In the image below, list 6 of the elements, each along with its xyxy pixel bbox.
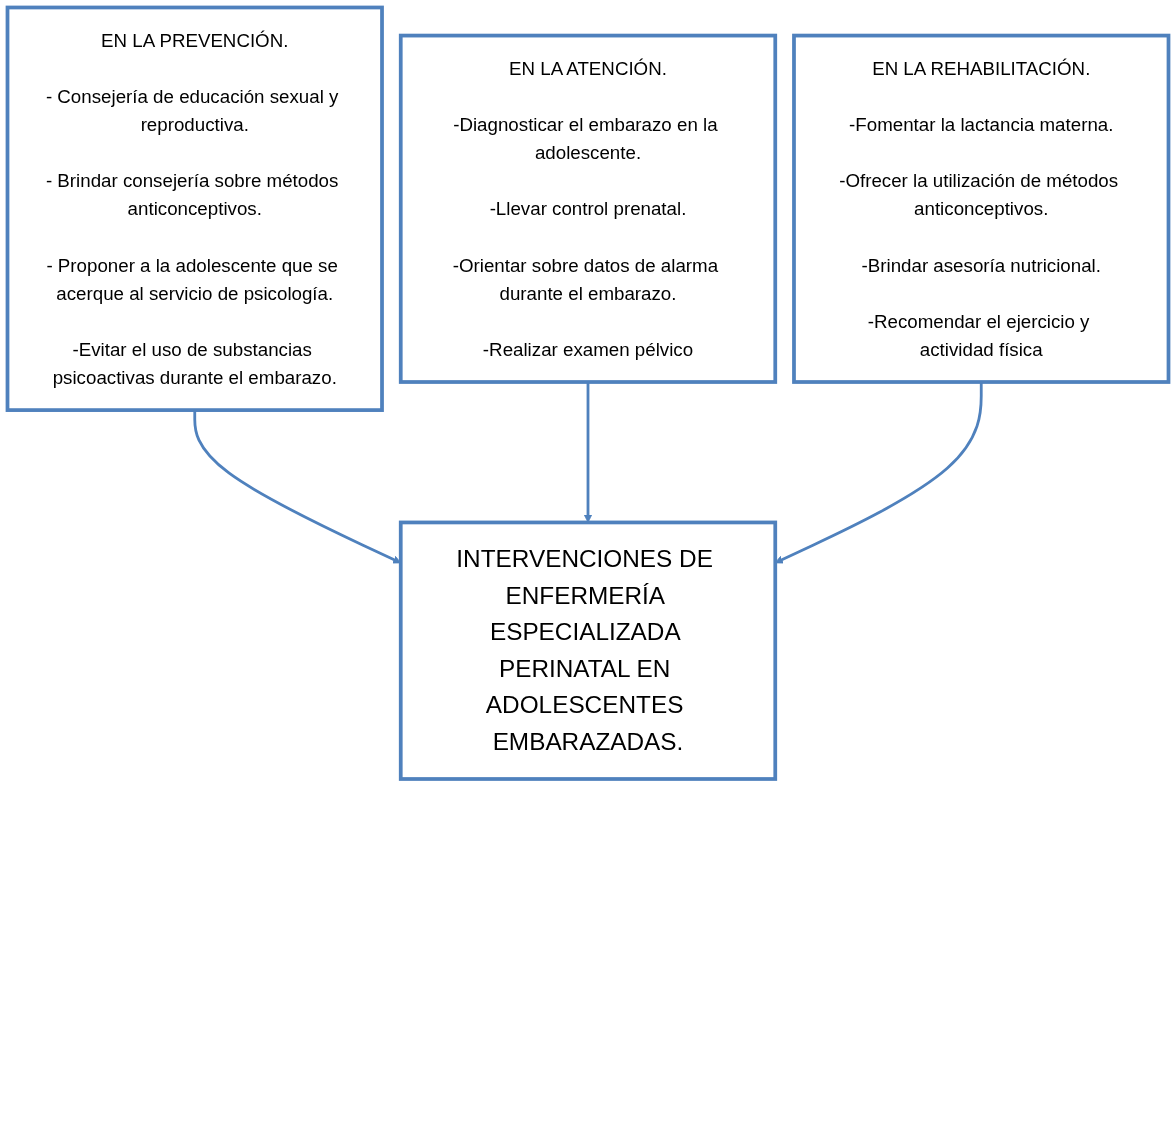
node-box xyxy=(792,33,1171,384)
node-box xyxy=(5,5,384,412)
diagram: EN LA PREVENCIÓN. - Consejería de educación sexual y reproductiva. - Brindar consejería sobre métodos anticonceptivos. - Proponer a la adolescente que se acerque al servicio de psicología. -Evitar el uso de substancias psicoactivas durante el embarazo. EN LA ATENCIÓN. -Diagnosticar el embarazo en la adolescente. -Llevar control prenatal. -Orientar sobre datos de alarma durante el embarazo. -Realizar examen pélvico EN LA REHABILITACIÓN. -Fomentar la lactancia materna. -Ofrecer la utilización de métodos anticonceptivos. -Brindar asesoría nutricional. -Recomendar el ejercicio y actividad física INTERVENCIONES DE ENFERMERÍA ESPECIALIZADA PERINATAL EN ADOLESCENTES EMBARAZADAS. xyxy=(0,0,1176,787)
node-box xyxy=(398,33,778,384)
node-box xyxy=(398,520,778,781)
arrow xyxy=(583,382,593,523)
